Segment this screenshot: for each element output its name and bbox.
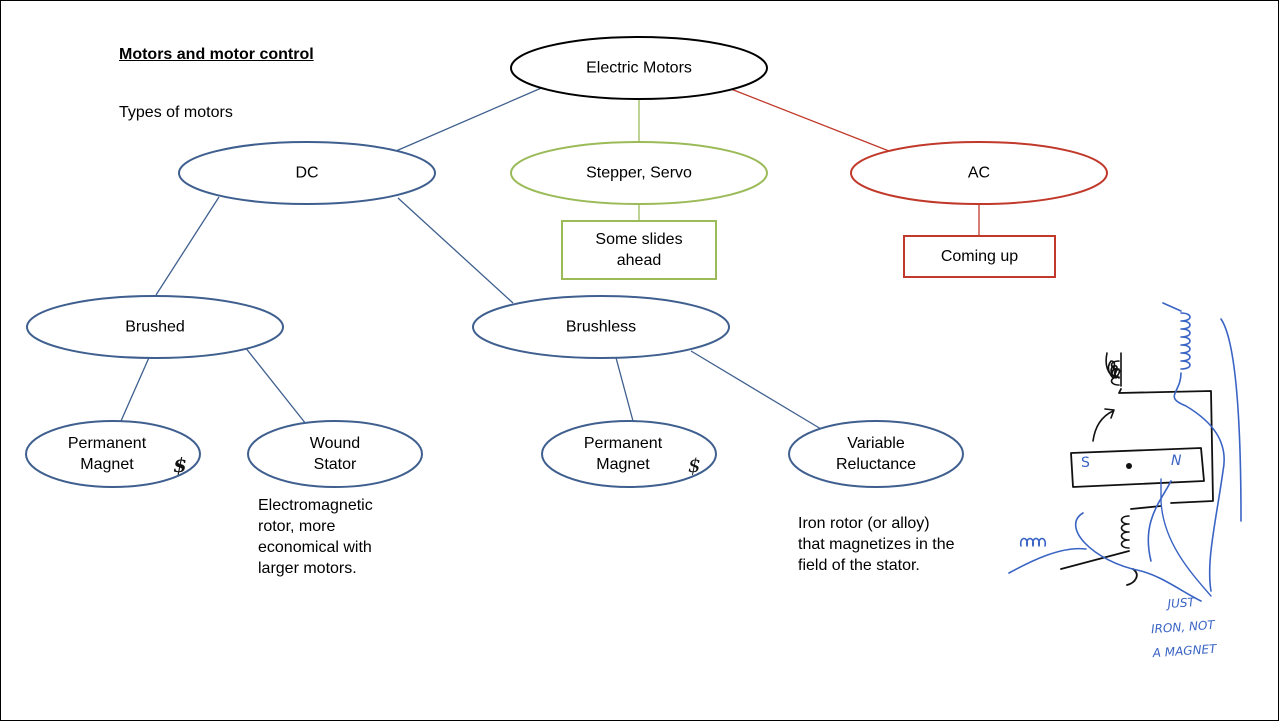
connector-dc-brushed bbox=[155, 196, 220, 296]
node-label-brushless: Brushless bbox=[565, 318, 637, 336]
connector-dc-brushless bbox=[397, 197, 514, 304]
node-permanent-magnet-brushed bbox=[25, 420, 201, 488]
sketch-pole-n: N bbox=[1171, 453, 1182, 469]
connector-brushless-vr bbox=[690, 350, 822, 430]
node-wound-stator bbox=[247, 420, 423, 488]
node-variable-reluctance bbox=[788, 420, 964, 488]
node-label-permanent-magnet-brushed: Permanent Magnet bbox=[67, 435, 147, 473]
box-ac-note: Coming up bbox=[903, 235, 1056, 278]
box-stepper-note: Some slides ahead bbox=[561, 220, 717, 280]
cost-mark-brushless: $ bbox=[688, 453, 701, 477]
node-electric-motors bbox=[510, 36, 768, 100]
connector-brushless-pm bbox=[614, 353, 634, 422]
connector-root-ac bbox=[730, 88, 890, 152]
node-ac bbox=[850, 141, 1108, 205]
note-wound-stator: Electromagnetic rotor, more economical w… bbox=[258, 497, 373, 577]
sketch-top-wire bbox=[1118, 388, 1214, 504]
sketch-rotor bbox=[1070, 447, 1205, 488]
sketch-blue-wire-right bbox=[1162, 302, 1242, 592]
sketch-rotation-arrow bbox=[1092, 408, 1115, 442]
connector-root-dc bbox=[395, 85, 547, 152]
node-permanent-magnet-brushless bbox=[541, 420, 717, 488]
note-variable-reluctance: Iron rotor (or alloy) that magnetizes in… bbox=[798, 515, 955, 574]
node-brushed bbox=[26, 295, 284, 359]
sketch-blue-wire-left bbox=[1008, 480, 1202, 602]
node-label-variable-reluctance: Variable Reluctance bbox=[835, 435, 917, 473]
cost-mark-brushed: $ bbox=[173, 453, 187, 477]
slide-subtitle: Types of motors bbox=[119, 104, 233, 121]
node-label-brushed: Brushed bbox=[125, 318, 185, 336]
connector-brushed-wound bbox=[240, 341, 307, 425]
sketch-rotor-pivot bbox=[1126, 463, 1132, 469]
node-label-permanent-magnet-brushless: Permanent Magnet bbox=[583, 435, 663, 473]
node-label-wound-stator: Wound Stator bbox=[309, 435, 361, 473]
sketch-bottom-coil bbox=[1120, 515, 1130, 549]
connector-brushed-pm bbox=[120, 352, 152, 422]
sketch-annotation: JUST IRON, NOT A MAGNET bbox=[1150, 595, 1217, 661]
node-label-electric-motors: Electric Motors bbox=[586, 59, 692, 77]
node-stepper-servo bbox=[510, 141, 768, 205]
sketch-blue-coil-right bbox=[1180, 312, 1191, 370]
node-label-ac: AC bbox=[967, 164, 991, 182]
node-brushless bbox=[472, 295, 730, 359]
slide-title: Motors and motor control bbox=[119, 46, 314, 63]
node-label-stepper-servo: Stepper, Servo bbox=[586, 164, 692, 182]
handwritten-motor-sketch bbox=[1008, 302, 1242, 602]
sketch-blue-coil-left bbox=[1019, 537, 1047, 547]
node-label-dc: DC bbox=[295, 164, 319, 182]
sketch-pole-s: S bbox=[1081, 455, 1090, 471]
sketch-blue-pointer bbox=[1160, 478, 1212, 597]
node-dc bbox=[178, 141, 436, 205]
sketch-top-coil-loops bbox=[1110, 360, 1120, 386]
